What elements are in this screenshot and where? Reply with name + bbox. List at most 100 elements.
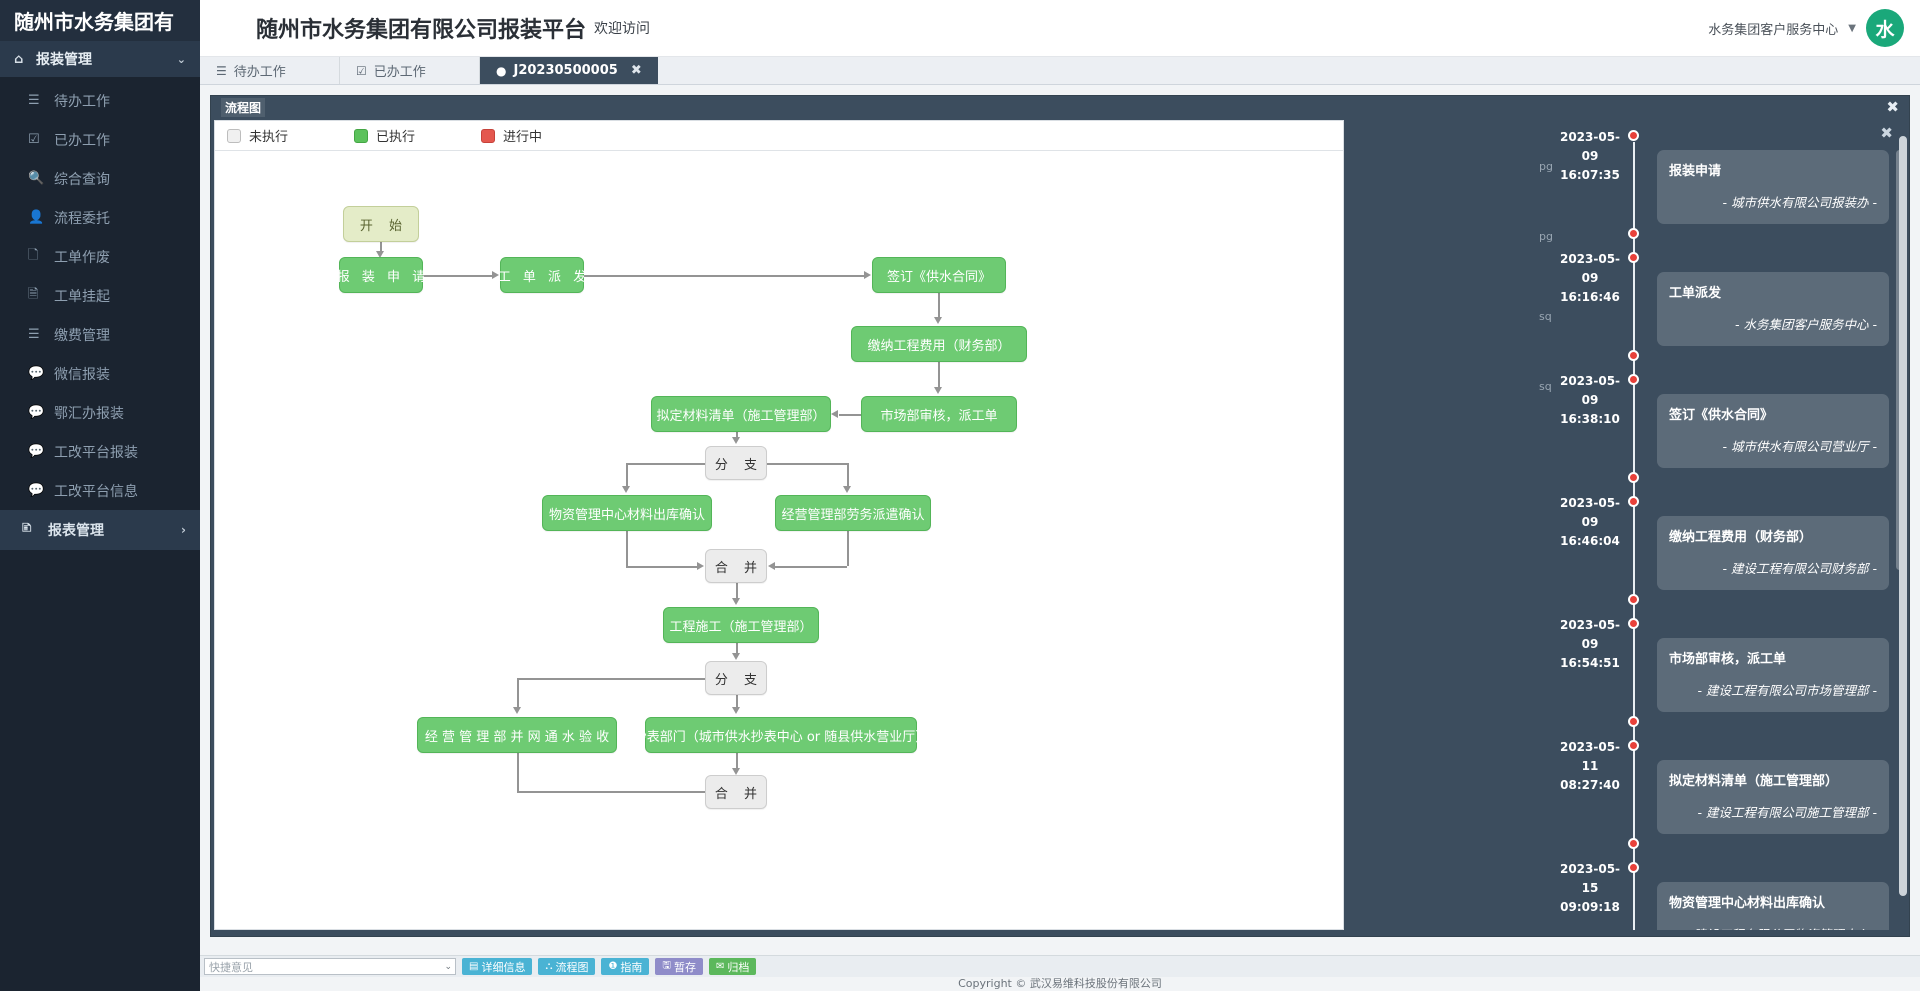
toolbar-button-info[interactable]: ▤详细信息 [462, 958, 533, 975]
timeline-dot-icon [1628, 496, 1639, 507]
toolbar-button-flow[interactable]: ⛬流程图 [538, 958, 596, 975]
sidebar-item-9[interactable]: 💬工改平台报装 [0, 432, 200, 471]
sidebar-item-label: 综合查询 [54, 171, 110, 188]
chat-icon: 💬 [28, 405, 45, 420]
flow-node-label: 经 营 管 理 部 并 网 通 水 验 收 [424, 729, 610, 745]
arrow-icon [934, 317, 942, 324]
timeline-date: 2023-05-09 [1559, 496, 1621, 529]
flow-canvas[interactable]: 开 始报 装 申 请 工 单 派 发 签订《供水合同》缴纳工程费用（财务部） 市场部审… [215, 151, 1343, 929]
flow-node-n7[interactable]: 物资管理中心材料出库确认 [542, 495, 712, 531]
flow-node-label: 物资管理中心材料出库确认 [548, 507, 705, 523]
flow-node-n2[interactable]: 工 单 派 发 [498, 257, 586, 293]
edge [736, 432, 738, 438]
flow-node-g4[interactable]: 合 并 [705, 775, 767, 809]
sidebar-item-5[interactable]: 🗎工单挂起 [0, 276, 200, 315]
avatar[interactable]: 水 [1866, 9, 1904, 47]
page-subtitle: 欢迎访问 [594, 21, 651, 37]
timeline-date: 2023-05-11 [1559, 740, 1621, 773]
timeline-card[interactable]: 报装申请- 城市供水有限公司报装办 - [1657, 150, 1889, 224]
tab-0[interactable]: ☰待办工作 [200, 57, 340, 84]
header-user-area[interactable]: 水务集团客户服务中心 ▼ 水 [1708, 9, 1904, 47]
sidebar-item-report-management[interactable]: 🗈 报表管理 › [0, 510, 200, 550]
flow-icon: ⛬ [545, 961, 553, 972]
timeline-dot-icon [1628, 228, 1639, 239]
toolbar-button-arch[interactable]: ✉归档 [708, 958, 757, 975]
timeline-card[interactable]: 工单派发- 水务集团客户服务中心 - [1657, 272, 1889, 346]
timeline-time: 09:09:18 [1560, 900, 1620, 914]
toolbar-button-label: 归档 [727, 960, 750, 974]
timeline-time: 16:54:51 [1560, 656, 1620, 670]
arrow-icon [732, 653, 740, 660]
close-icon[interactable]: ✖ [1886, 98, 1899, 116]
flow-node-g3[interactable]: 分 支 [705, 661, 767, 695]
sidebar-item-label: 缴费管理 [54, 327, 110, 344]
sidebar: 随州市水务集团有 ⌂ 报装管理 ⌄ ☰待办工作☑已办工作🔍综合查询👤流程委托🗋工… [0, 0, 200, 991]
legend-swatch-icon [227, 128, 241, 143]
sidebar-item-1[interactable]: ☑已办工作 [0, 120, 200, 159]
flow-node-n10[interactable]: 经 营 管 理 部 并 网 通 水 验 收 [417, 717, 617, 753]
flow-node-g1[interactable]: 分 支 [705, 446, 767, 480]
flow-node-label: 抄表部门（城市供水抄表中心 or 随县供水营业厅） [633, 729, 929, 745]
flow-node-n4[interactable]: 缴纳工程费用（财务部） [851, 326, 1027, 362]
tab-label: 已办工作 [373, 65, 426, 80]
sidebar-item-2[interactable]: 🔍 综合查询 [0, 159, 200, 198]
timeline-card[interactable]: 物资管理中心材料出库确认- 建设工程有限公司物资管理中心 - [1657, 882, 1889, 930]
panel-scrollbar[interactable] [1899, 136, 1907, 896]
sidebar-item-10[interactable]: 💬工改平台信息 [0, 471, 200, 510]
flow-node-n6[interactable]: 拟定材料清单（施工管理部） [651, 396, 831, 432]
edge [626, 566, 697, 568]
sidebar-item-6[interactable]: ☰缴费管理 [0, 315, 200, 354]
timeline-dot-icon [1628, 618, 1639, 629]
flow-node-n11[interactable]: 抄表部门（城市供水抄表中心 or 随县供水营业厅） [634, 717, 928, 753]
sidebar-item-7[interactable]: 💬微信报装 [0, 354, 200, 393]
legend-label: 进行中 [503, 130, 543, 145]
flow-node-label: 分 支 [714, 457, 764, 473]
timeline-card-title: 市场部审核，派工单 [1669, 652, 1787, 667]
quick-opinion-select[interactable]: 快捷意见 ⌄ [204, 958, 456, 975]
timeline-card[interactable]: 拟定材料清单（施工管理部）- 建设工程有限公司施工管理部 - [1657, 760, 1889, 834]
chevron-down-icon: ▼ [1848, 22, 1856, 34]
panel-title: 流程图 [221, 97, 266, 117]
timeline-card-title: 缴纳工程费用（财务部） [1669, 530, 1813, 545]
tab-1[interactable]: ☑已办工作 [340, 57, 480, 84]
arrow-icon [934, 387, 942, 394]
edge [517, 791, 705, 793]
timeline-card[interactable]: 缴纳工程费用（财务部）- 建设工程有限公司财务部 - [1657, 516, 1889, 590]
search-icon: 🔍 [28, 171, 45, 186]
flow-node-n8[interactable]: 经营管理部劳务派遣确认 [775, 495, 931, 531]
timeline-dot-icon [1628, 740, 1639, 751]
tab-2[interactable]: ●J20230500005✖ [480, 57, 658, 84]
timeline-dot-icon [1628, 350, 1639, 361]
sidebar-item-4[interactable]: 🗋工单作废 [0, 237, 200, 276]
flow-node-n1[interactable]: 报 装 申 请 [337, 257, 425, 293]
close-icon[interactable]: ✖ [1880, 124, 1893, 142]
edge [517, 678, 705, 680]
flow-node-label: 缴纳工程费用（财务部） [867, 338, 1011, 354]
toolbar-button-save[interactable]: 🖫暂存 [655, 958, 703, 975]
close-icon[interactable]: ✖ [630, 63, 642, 78]
toolbar-button-label: 指南 [620, 960, 643, 974]
sidebar-menu-header[interactable]: ⌂ 报装管理 ⌄ [0, 41, 200, 77]
timeline-card[interactable]: 签订《供水合同》- 城市供水有限公司营业厅 - [1657, 394, 1889, 468]
flow-node-n5[interactable]: 市场部审核，派工单 [861, 396, 1017, 432]
timeline-card[interactable]: 市场部审核，派工单- 建设工程有限公司市场管理部 - [1657, 638, 1889, 712]
arrow-icon [732, 598, 740, 605]
save-icon: 🖫 [662, 960, 671, 971]
sidebar-item-label: 待办工作 [54, 93, 110, 110]
dot-icon: ● [496, 63, 507, 78]
flow-node-n9[interactable]: 工程施工（施工管理部） [663, 607, 819, 643]
sidebar-item-8[interactable]: 💬鄂汇办报装 [0, 393, 200, 432]
flow-node-start[interactable]: 开 始 [343, 206, 419, 242]
sidebar-item-3[interactable]: 👤流程委托 [0, 198, 200, 237]
sidebar-item-0[interactable]: ☰待办工作 [0, 81, 200, 120]
timeline-card-title: 工单派发 [1669, 286, 1722, 301]
flow-node-n3[interactable]: 签订《供水合同》 [872, 257, 1006, 293]
timeline-card-title: 拟定材料清单（施工管理部） [1669, 774, 1839, 789]
timeline-card-title: 物资管理中心材料出库确认 [1669, 896, 1826, 911]
toolbar-button-label: 流程图 [555, 960, 589, 974]
flow-node-g2[interactable]: 合 并 [705, 549, 767, 583]
